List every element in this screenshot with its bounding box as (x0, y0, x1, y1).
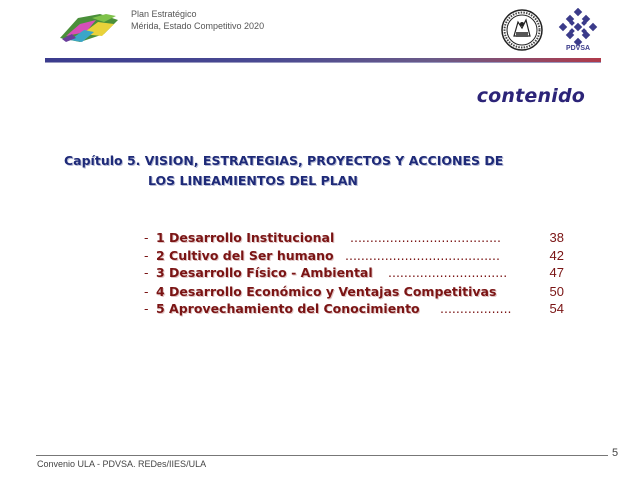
chapter-heading-line2: LOS LINEAMIENTOS DEL PLAN (148, 173, 358, 188)
toc-page-number: 38 (549, 230, 564, 245)
toc-entry: - 2 Cultivo del Ser humano .............… (144, 248, 564, 265)
toc-dash: - (144, 265, 149, 280)
toc-leader-dots: .................. (440, 301, 512, 316)
toc-leader-dots: ....................................... (345, 248, 500, 263)
university-seal-logo (500, 8, 544, 52)
chapter-heading-line1: Capítulo 5. VISION, ESTRATEGIAS, PROYECT… (64, 153, 504, 168)
toc-dash: - (144, 301, 149, 316)
toc-entry: - 4 Desarrollo Económico y Ventajas Comp… (144, 284, 564, 301)
toc-leader-dots: ...................................... (350, 230, 501, 245)
toc-page-number: 47 (549, 265, 564, 280)
toc-page-number: 50 (549, 284, 564, 299)
footer-text: Convenio ULA - PDVSA. REDes/IIES/ULA (37, 459, 207, 469)
toc-label: 4 Desarrollo Económico y Ventajas Compet… (156, 284, 497, 299)
header-title: Plan Estratégico (131, 9, 197, 19)
header-divider (45, 58, 601, 62)
footer-divider (36, 455, 608, 456)
toc-page-number: 42 (549, 248, 564, 263)
pdvsa-logo (556, 7, 600, 56)
toc-dash: - (144, 230, 149, 245)
header-divider-underline (45, 62, 601, 63)
header-subtitle: Mérida, Estado Competitivo 2020 (131, 21, 265, 31)
page-number: 5 (612, 447, 619, 459)
toc-leader-dots: .............................. (388, 265, 508, 280)
toc-entry: - 1 Desarrollo Institucional ...........… (144, 230, 564, 247)
toc-label: 3 Desarrollo Físico - Ambiental (156, 265, 373, 280)
pdvsa-logo-text: PDVSA (565, 45, 591, 52)
toc-label: 5 Aprovechamiento del Conocimiento (156, 301, 420, 316)
section-title: contenido (476, 85, 585, 107)
toc-entry: - 3 Desarrollo Físico - Ambiental ......… (144, 265, 564, 282)
toc-label: 2 Cultivo del Ser humano (156, 248, 334, 263)
toc-label: 1 Desarrollo Institucional (156, 230, 335, 245)
toc-page-number: 54 (549, 301, 564, 316)
toc-dash: - (144, 284, 149, 299)
toc-entry: - 5 Aprovechamiento del Conocimiento ...… (144, 301, 564, 318)
toc-dash: - (144, 248, 149, 263)
plan-logo (56, 8, 126, 46)
